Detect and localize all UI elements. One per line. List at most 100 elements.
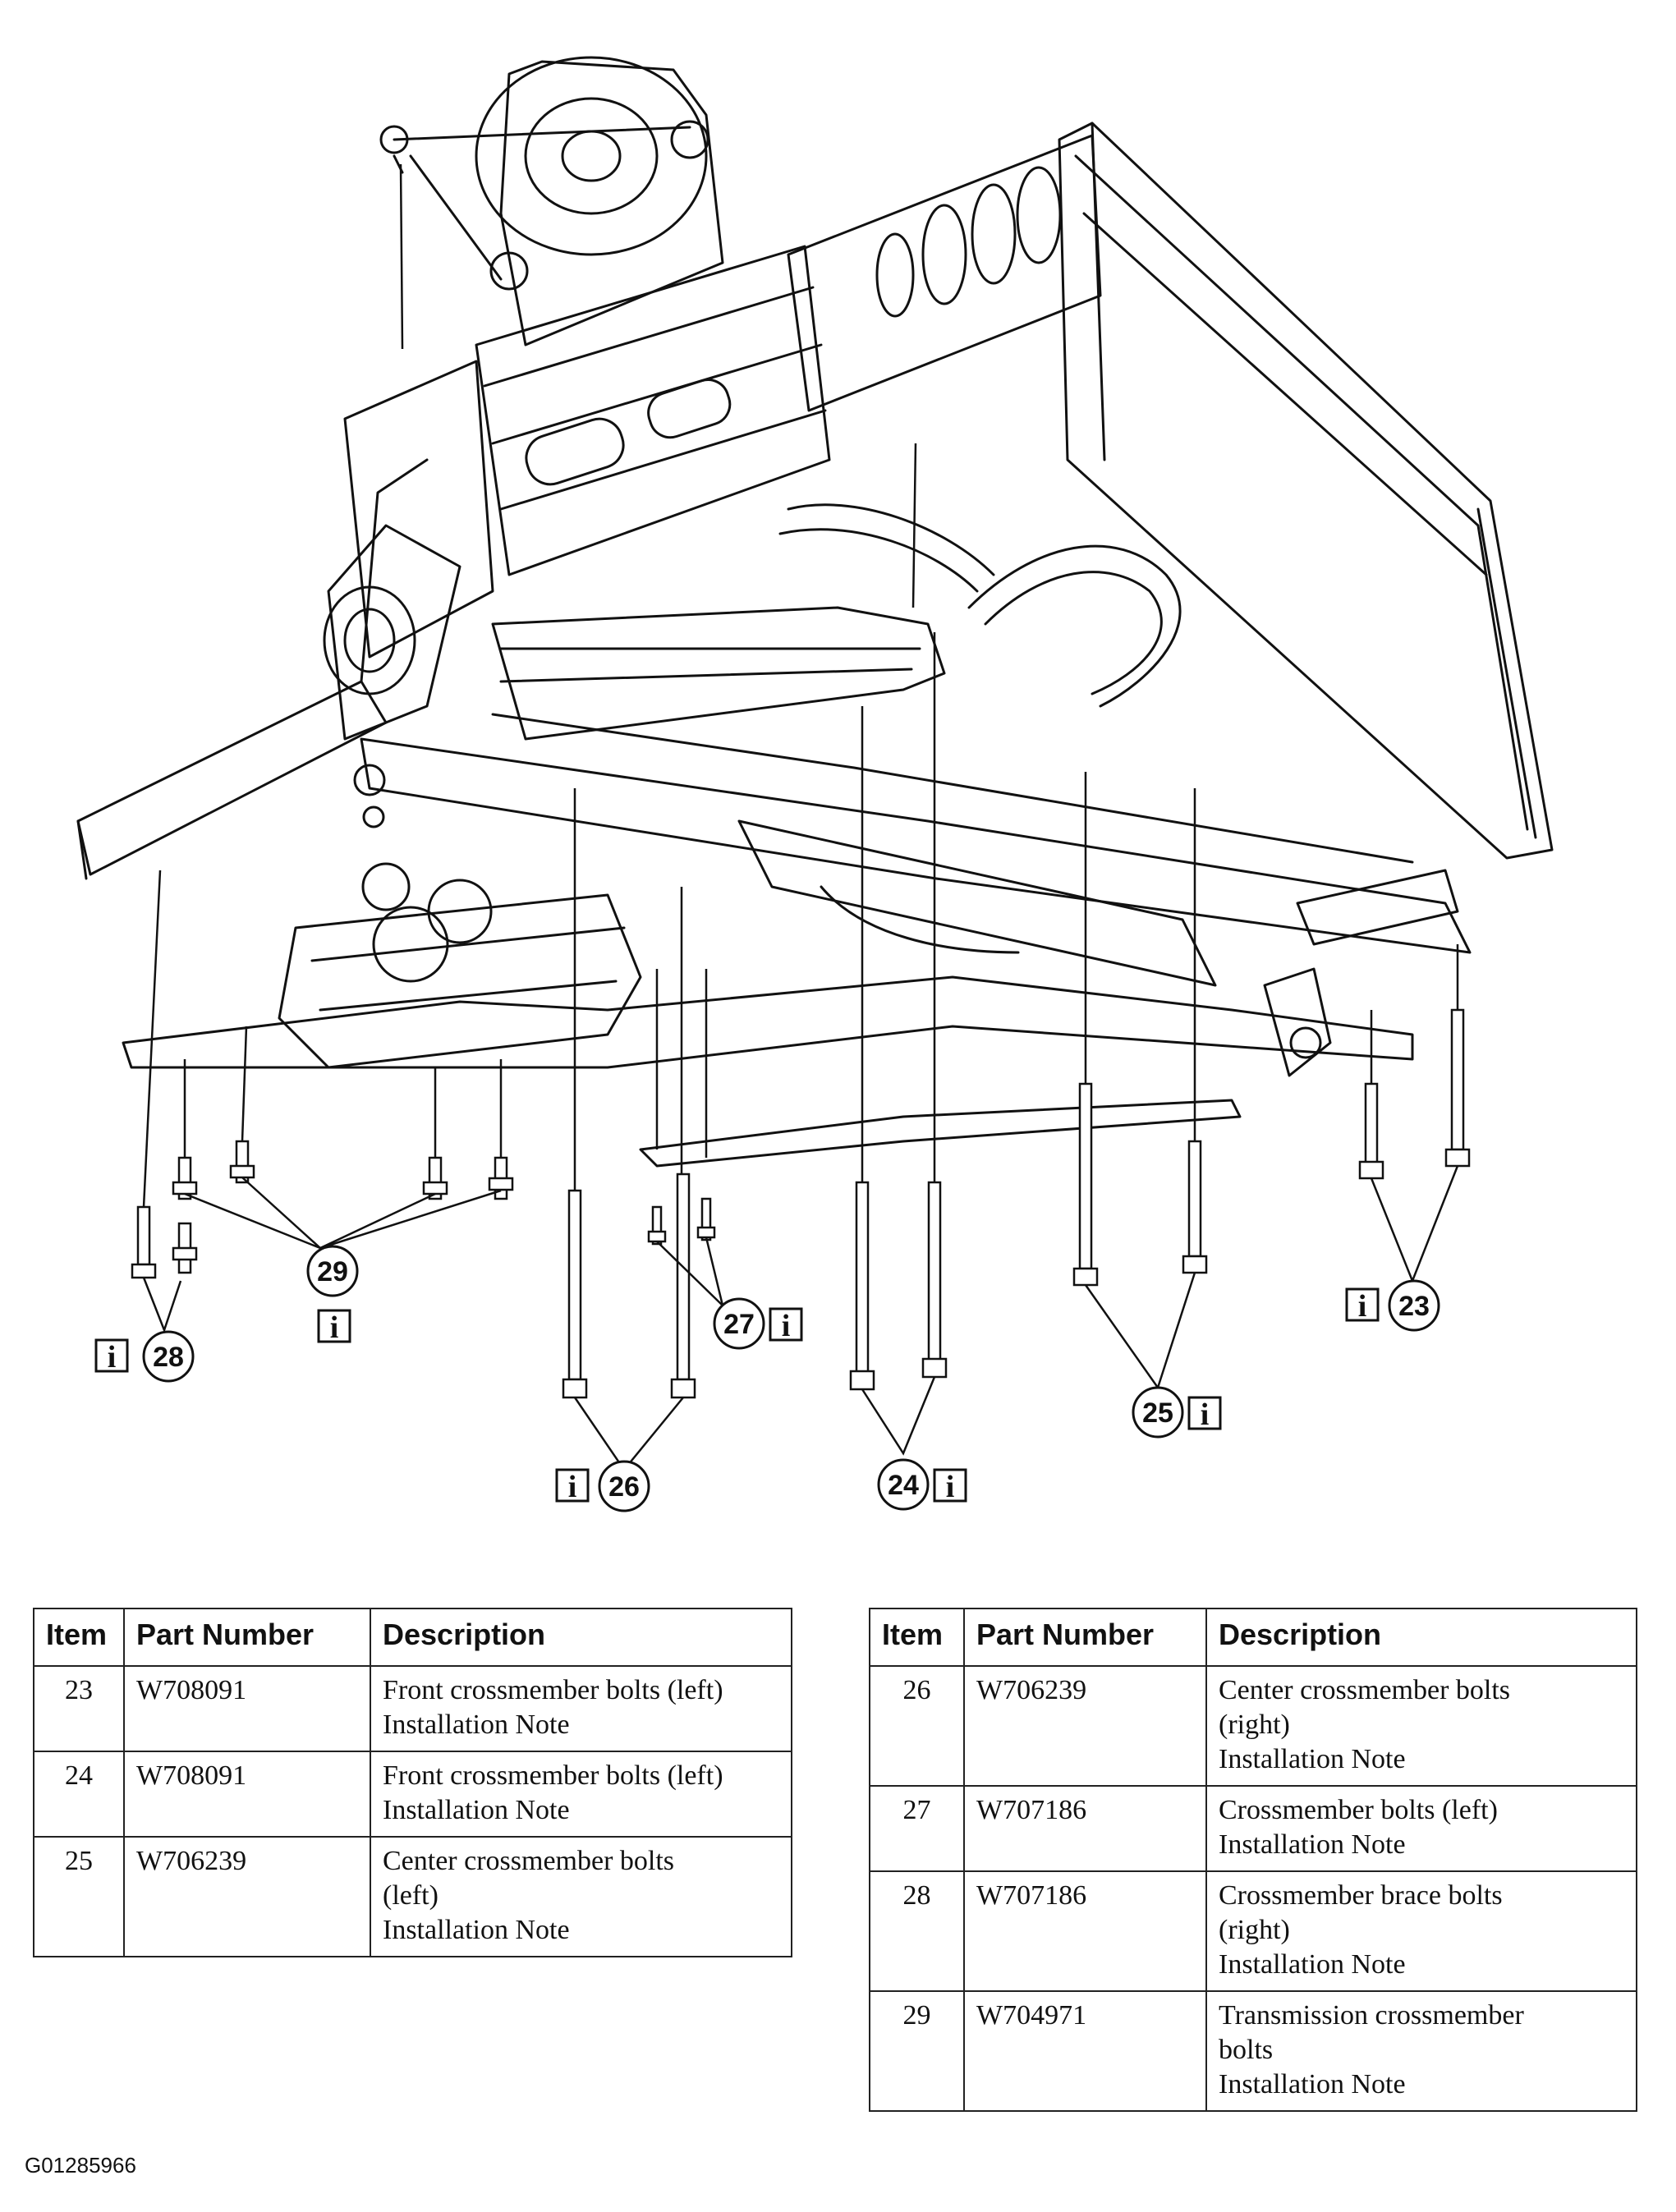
item-number: 27 [869,1785,965,1872]
installation-note: Installation Note [1219,1744,1406,1774]
header-part-number: Part Number [123,1608,371,1667]
part-number: W708091 [123,1751,371,1838]
callout-number: 23 [1398,1291,1430,1322]
callout-number: 25 [1142,1397,1173,1429]
installation-note: Installation Note [383,1915,570,1945]
description: Front crossmember bolts (left) Installat… [370,1751,792,1838]
bolt-27a [647,1205,667,1246]
table-row: 25 W706239 Center crossmember bolts (lef… [33,1836,792,1957]
svg-text:i: i [1201,1397,1210,1432]
table-row: 23 W708091 Front crossmember bolts (left… [33,1665,792,1752]
description-line: Center crossmember bolts [383,1846,675,1876]
item-number: 24 [33,1751,125,1838]
bolt-29a [172,1156,198,1200]
svg-text:i: i [782,1309,791,1343]
info-icon [933,1468,967,1503]
callout-26: i 26 [555,1460,650,1512]
callout-number: 29 [317,1256,348,1287]
installation-note: Installation Note [383,1795,570,1825]
bolt-27b [696,1197,716,1241]
svg-text:i: i [108,1340,117,1374]
parts-table-right: Item Part Number Description 26 W706239 … [869,1608,1637,2112]
svg-text:i: i [568,1470,577,1504]
bolt-25b [1182,1140,1208,1274]
table-header-row: Item Part Number Description [869,1608,1637,1667]
description-line: Transmission crossmember [1219,2000,1524,2031]
item-number: 25 [33,1836,125,1957]
parts-table-left: Item Part Number Description 23 W708091 … [33,1608,792,1957]
leader-lines [142,1165,1459,1472]
header-part-number: Part Number [963,1608,1207,1667]
item-number: 29 [869,1990,965,2112]
item-number: 26 [869,1665,965,1787]
description-line: Crossmember brace bolts [1219,1880,1503,1911]
info-icon [1345,1287,1380,1322]
bolt-24b [921,1181,948,1379]
info-icon [317,1309,351,1343]
callout-23: i 23 [1345,1279,1440,1332]
installation-note: Installation Note [1219,1829,1406,1860]
part-number: W707186 [963,1785,1207,1872]
vehicle-underbody-illustration [76,56,1554,1168]
callout-25: 25 i [1132,1386,1222,1439]
bolt-26b [670,1173,696,1399]
description: Crossmember brace bolts (right) Installa… [1205,1870,1637,1992]
header-description: Description [1205,1608,1637,1667]
description-line: Crossmember bolts (left) [1219,1795,1498,1825]
description: Center crossmember bolts (left) Installa… [370,1836,792,1957]
bolt-28b [172,1222,198,1274]
svg-text:i: i [1358,1289,1367,1324]
description: Front crossmember bolts (left) Installat… [370,1665,792,1752]
table-header-row: Item Part Number Description [33,1608,792,1667]
description: Crossmember bolts (left) Installation No… [1205,1785,1637,1872]
installation-note: Installation Note [383,1709,570,1740]
part-number: W708091 [123,1665,371,1752]
callout-24: 24 i [877,1458,967,1511]
description-line: bolts [1219,2035,1274,2065]
callout-number: 28 [153,1342,184,1373]
callout-28: i 28 [94,1330,195,1383]
table-row: 28 W707186 Crossmember brace bolts (righ… [869,1870,1637,1992]
bolt-set [131,1008,1471,1399]
header-item: Item [869,1608,965,1667]
callout-27: 27 i [713,1297,803,1350]
callout-number: 27 [723,1309,755,1340]
description: Transmission crossmember bolts Installat… [1205,1990,1637,2112]
table-row: 29 W704971 Transmission crossmember bolt… [869,1990,1637,2112]
table-row: 26 W706239 Center crossmember bolts (rig… [869,1665,1637,1787]
info-icon [769,1307,803,1342]
bolt-29d [488,1156,514,1200]
description-line: Front crossmember bolts (left) [383,1760,723,1791]
table-row: 27 W707186 Crossmember bolts (left) Inst… [869,1785,1637,1872]
part-number: W704971 [963,1990,1207,2112]
svg-text:i: i [330,1310,339,1345]
callout-number: 26 [608,1471,640,1503]
bolt-24a [849,1181,875,1391]
bolt-26a [562,1189,588,1399]
info-icon [1187,1396,1222,1430]
bolt-25a [1072,1082,1099,1287]
callout-number: 24 [888,1470,919,1501]
header-description: Description [370,1608,792,1667]
bolt-23a [1358,1082,1384,1180]
description: Center crossmember bolts (right) Install… [1205,1665,1637,1787]
svg-text:i: i [946,1470,955,1504]
installation-note: Installation Note [1219,1949,1406,1980]
info-icon [94,1338,129,1373]
item-number: 23 [33,1665,125,1752]
figure-code: G01285966 [25,2153,136,2178]
description-line: (right) [1219,1915,1290,1945]
part-number: W707186 [963,1870,1207,1992]
info-icon [555,1468,590,1503]
item-number: 28 [869,1870,965,1992]
bolt-29b [229,1140,255,1184]
description-line: Center crossmember bolts [1219,1675,1511,1705]
part-number: W706239 [963,1665,1207,1787]
description-line: (left) [383,1880,439,1911]
exploded-view-diagram: i 23 24 i 25 i i 26 27 i i 28 29 i [76,56,1554,1512]
installation-note: Installation Note [1219,2069,1406,2100]
callout-29: 29 i [306,1245,359,1345]
bolt-23b [1444,1008,1471,1168]
description-line: (right) [1219,1709,1290,1740]
bolt-29c [422,1156,448,1200]
